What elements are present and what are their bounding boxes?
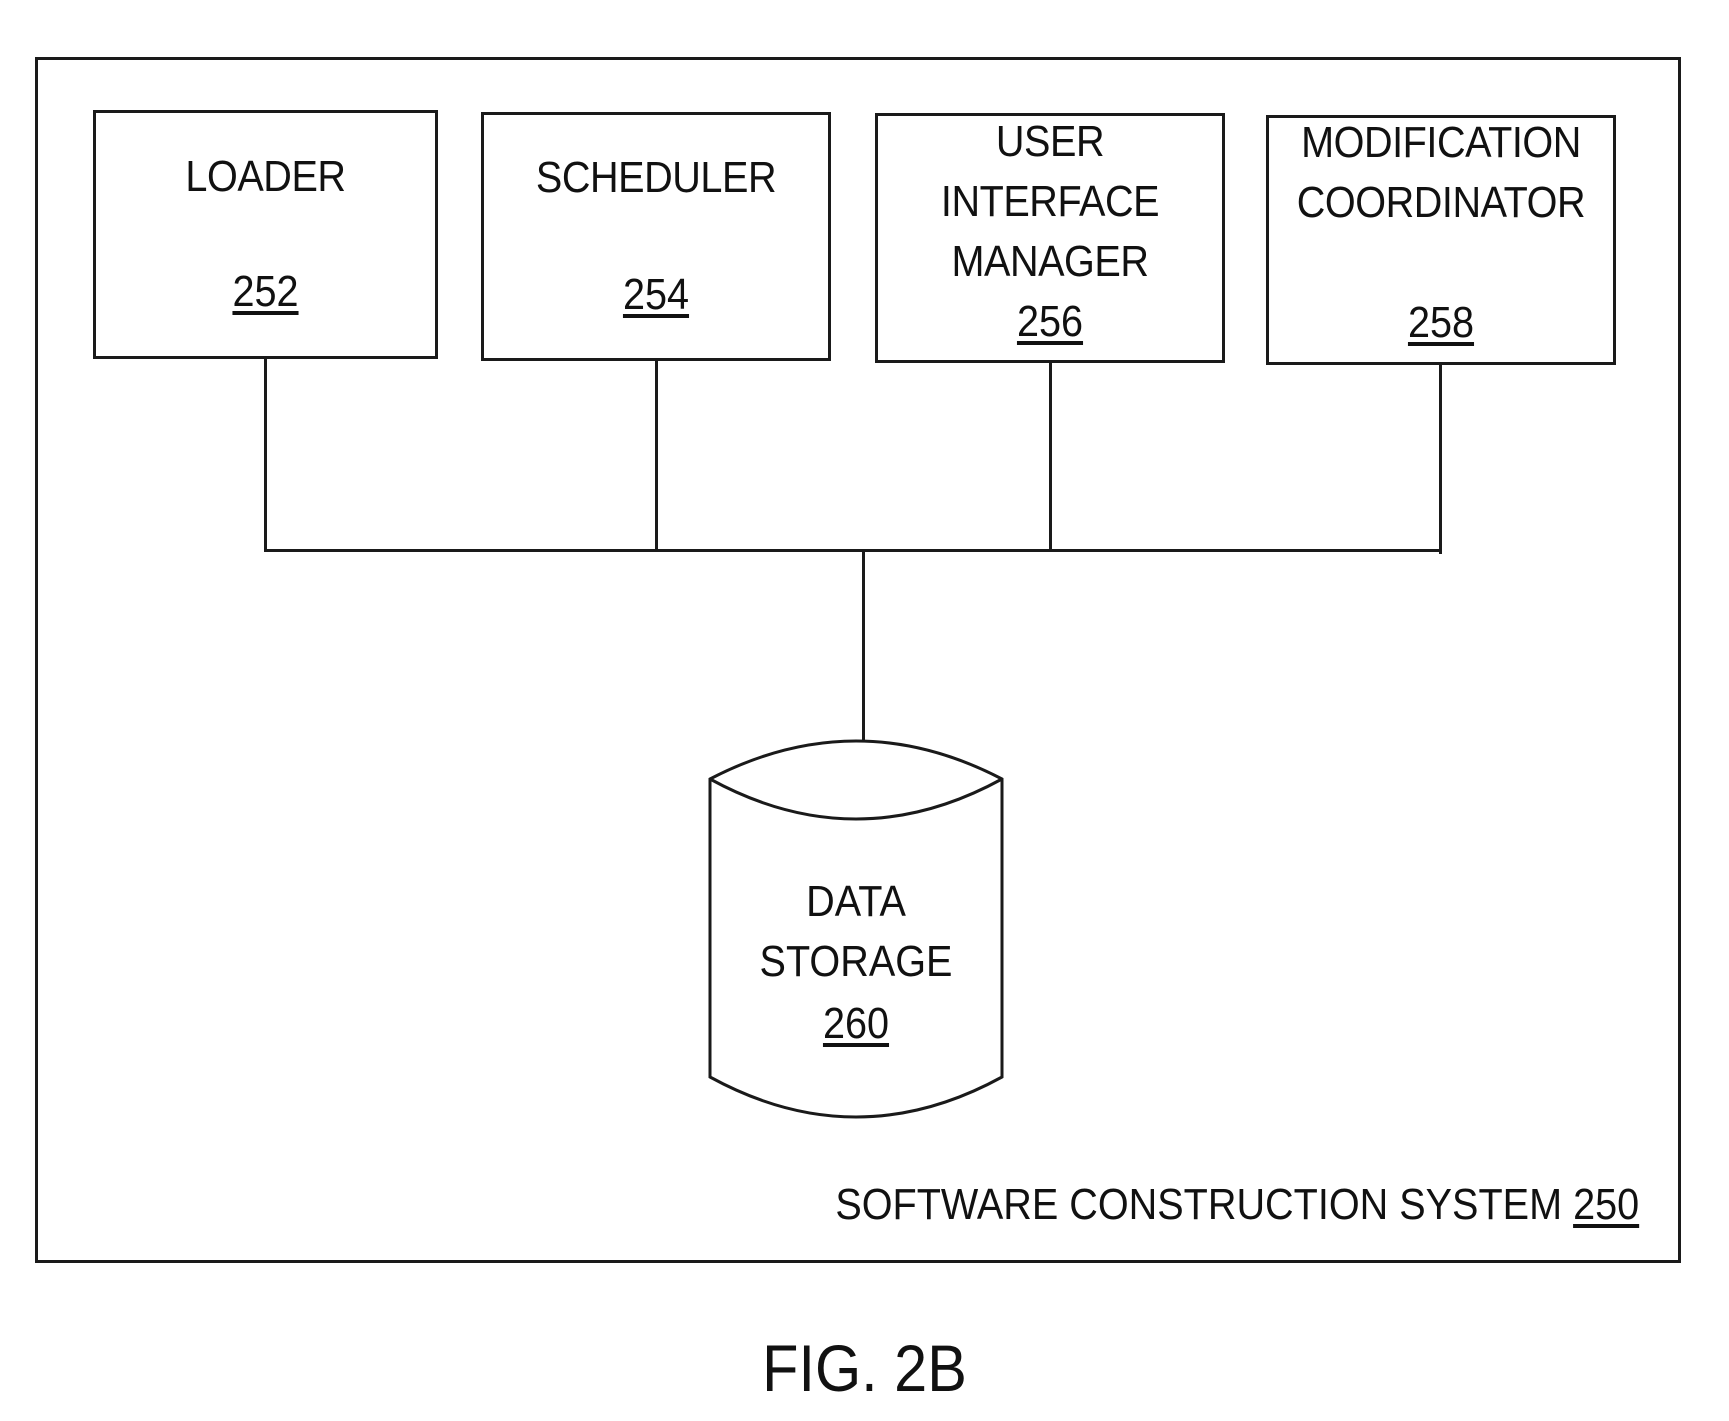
data-storage-label-line2: STORAGE xyxy=(723,937,989,987)
modification-coordinator-box: MODIFICATION COORDINATOR 258 xyxy=(1266,115,1616,365)
loader-ref-number: 252 xyxy=(113,267,418,317)
scheduler-ref-number: 254 xyxy=(501,270,811,320)
loader-connector-line xyxy=(264,359,267,550)
system-label-text: SOFTWARE CONSTRUCTION SYSTEM xyxy=(835,1180,1562,1229)
horizontal-bus-line xyxy=(264,549,1442,552)
user-interface-manager-label: USER INTERFACE MANAGER xyxy=(895,112,1205,292)
data-storage-cylinder xyxy=(708,733,1004,1123)
modification-coordinator-ref-number: 258 xyxy=(1286,298,1596,348)
system-ref-number: 250 xyxy=(1573,1180,1639,1229)
user-interface-manager-box: USER INTERFACE MANAGER 256 xyxy=(875,113,1225,363)
scheduler-connector-line xyxy=(655,361,658,550)
data-storage-label-line1: DATA xyxy=(723,877,989,927)
loader-box: LOADER 252 xyxy=(93,110,438,359)
modification-coordinator-label: MODIFICATION COORDINATOR xyxy=(1286,113,1596,233)
data-storage-ref-number: 260 xyxy=(723,999,989,1049)
scheduler-box: SCHEDULER 254 xyxy=(481,112,831,361)
loader-label: LOADER xyxy=(113,147,418,207)
storage-connector-line xyxy=(862,551,865,743)
scheduler-label: SCHEDULER xyxy=(501,148,811,208)
user-interface-manager-connector-line xyxy=(1049,363,1052,552)
system-label: SOFTWARE CONSTRUCTION SYSTEM 250 xyxy=(835,1180,1639,1230)
figure-caption: FIG. 2B xyxy=(86,1330,1642,1406)
data-storage-ref: 260 xyxy=(823,999,889,1048)
user-interface-manager-ref-number: 256 xyxy=(895,297,1205,347)
modification-coordinator-connector-line xyxy=(1439,365,1442,554)
